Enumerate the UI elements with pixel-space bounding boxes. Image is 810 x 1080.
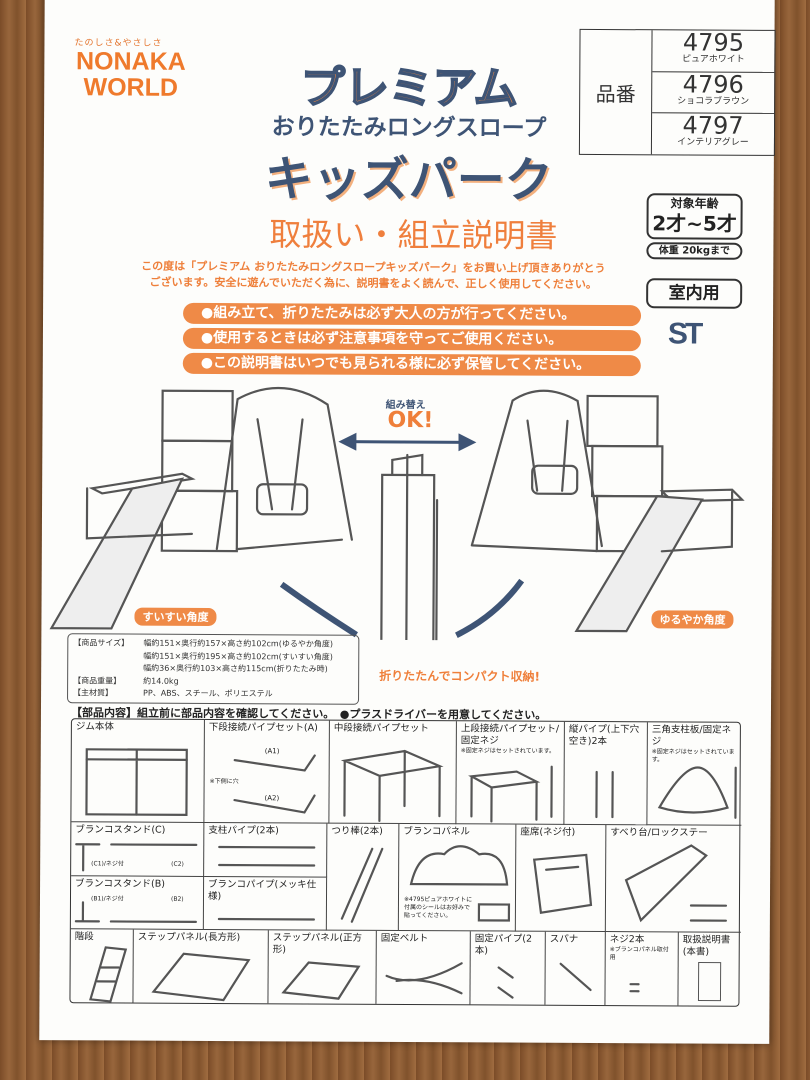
part-fixing-pipes: 固定パイプ(2本) [470,931,546,1005]
fold-arrow-right-icon [455,578,525,638]
part-hanging-rods: つり棒(2本) [326,823,400,931]
folded-gym-drawing [380,453,439,642]
fold-arrow-left-icon [279,581,358,638]
manual-subtitle: 取扱い・組立説明書 [269,215,558,255]
spec-value: 約14.0kg [143,676,179,686]
part-screws: ネジ2本※ブランコパネル取付用 [605,932,679,1006]
warning-bar: ●使用するときは必ず注意事項を守ってご使用ください。 [182,327,641,352]
spec-value: 幅約151×奥行約195×高さ約102cm(すいすい角度) [143,651,333,662]
product-number: 4797 [682,111,744,141]
part-fixing-belt: 固定ベルト [376,930,471,1005]
part-step-panel-square: ステップパネル(正方形) [268,930,377,1004]
spec-label: 【商品重量】 [73,675,122,686]
age-badge: 対象年齢 2才~5才 [646,193,743,240]
spec-value: PP、ABS、スチール、ポリエステル [143,688,273,699]
warning-bar: ●組み立て、折りたたみは必ず大人の方が行ってください。 [183,302,642,327]
indoor-use-badge: 室内用 [646,278,743,309]
manual-page: たのしさ&やさしさ NONAKA WORLD プレミアム おりたたみロングスロー… [39,0,776,1044]
swap-arrow-icon [338,432,477,452]
intro-line: ございます。安全に遊んでいただく為に、説明書をよく読んで、正しく使用してください… [149,275,597,291]
part-upper-pipe-set: 上段接続パイプセット/固定ネジ※固定ネジはセットされています。 [456,721,565,825]
product-number: 4795 [682,28,745,57]
left-angle-caption: すいすい角度 [134,607,217,627]
part-slide-lock-stay: すべり台/ロックステー [605,825,742,933]
spec-box: 【商品サイズ】 幅約151×奥行約157×高さ約102cm(ゆるやか角度) 幅約1… [67,633,360,705]
part-instruction-manual: 取扱説明書(本書) [678,932,740,1005]
product-number: 4796 [682,70,744,99]
part-swing-stand-c: ブランコスタンド(C)(C1)/ネジ付(C2) [71,822,205,877]
fold-caption: 折りたたんでコンパクト収納! [379,668,541,684]
intro-text: この度は「プレミアム おりたたみロングスロープキッズパーク」をお買い上げ頂きあり… [103,258,643,293]
age-label: 対象年齢 [670,196,719,211]
part-gym-body: ジム本体 [71,719,205,823]
part-support-pipes: 支柱パイプ(2本) [204,822,328,878]
part-step-panel-rectangle: ステップパネル(長方形) [133,929,269,1004]
part-swing-panel: ブランコパネル※4795ピュアホワイトに付属のシールはお好みで貼ってください。 [398,823,517,932]
product-number-label: 品番 [579,29,653,155]
product-color: インテリアグレー [677,137,749,149]
part-middle-pipe-set: 中段接続パイプセット [329,720,457,825]
playground-illustration [49,386,745,642]
part-swing-stand-b: ブランコスタンド(B)(B1)/ネジ付(B2) [70,876,205,930]
title-folding-long-slope: おりたたみロングスロープ [271,114,547,142]
swap-ok: OK! [387,407,434,434]
right-gym-drawing [470,389,745,633]
part-swing-pipe: ブランコパイプ(メッキ仕様) [203,876,328,931]
brand-logo: NONAKA WORLD [75,47,186,102]
right-angle-caption: ゆるやか角度 [651,610,734,629]
part-stairs: 階段 [70,929,134,1003]
warning-bar: ●この説明書はいつでも見られる様に必ず保管してください。 [182,352,641,377]
title-kids-park: キッズパーク [264,151,553,209]
st-safety-mark: ST [667,317,701,351]
product-color: ピュアホワイト [681,54,745,65]
spec-label: 【商品サイズ】 [73,638,130,648]
spec-label: 【主材質】 [73,688,114,698]
part-lower-pipe-set-a: 下段接続パイプセット(A)※下側に穴(A1)(A2) [204,719,330,824]
age-range: 2才~5才 [652,211,737,236]
part-vertical-pipes: 縦パイプ(上下穴空き)2本 [564,721,648,826]
left-gym-drawing [49,386,353,630]
spec-value: 幅約36×奥行約103×高さ約115cm(折りたたみ時) [143,663,328,674]
weight-limit-badge: 体重 20kgまで [646,242,743,260]
part-seat: 座席(ネジ付) [515,824,607,933]
part-spanner: スパナ [545,931,606,1006]
part-triangle-plate: 三角支柱板/固定ネジ※固定ネジはセットされています。 [647,722,742,826]
product-color: ショコラブラウン [677,96,750,107]
parts-list-grid: ジム本体 下段接続パイプセット(A)※下側に穴(A1)(A2) 中段接続パイプセ… [69,718,742,1007]
spec-value: 幅約151×奥行約157×高さ約102cm(ゆるやか角度) [143,638,334,649]
